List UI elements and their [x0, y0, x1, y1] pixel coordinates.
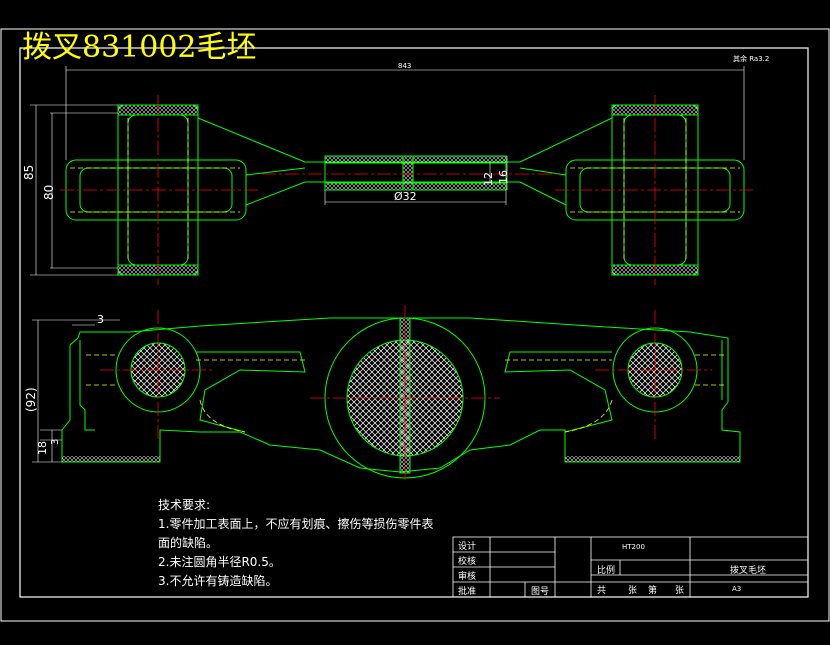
dim-12: 12	[482, 172, 495, 186]
dim-85: 85	[22, 164, 36, 180]
dim-overall-length: 843	[398, 62, 412, 70]
dim-3-bottom: 3	[50, 438, 61, 445]
tb-review: 审核	[458, 572, 477, 582]
outer-frame	[0, 28, 830, 622]
tb-check: 校核	[458, 557, 477, 567]
tb-sheet-unit1: 张	[628, 586, 638, 596]
tech-line-4: 3.不允许有铸造缺陷。	[158, 574, 278, 588]
tb-drawing-no-label: 图号	[531, 587, 550, 597]
tb-sheet-no: 第	[648, 586, 658, 596]
front-view	[61, 317, 741, 479]
surface-finish-note: 其余 Ra3.2	[733, 55, 770, 63]
drawing-title: 拨叉831002毛坯	[22, 30, 257, 65]
dim-80: 80	[42, 184, 56, 200]
tb-paper-size: A3	[732, 585, 742, 593]
tb-sheet-unit2: 张	[675, 586, 685, 596]
tb-material: HT200	[622, 543, 645, 551]
dim-16: 16	[497, 170, 510, 184]
dim-18: 18	[36, 441, 49, 455]
tech-line-1: 1.零件加工表面上，不应有划痕、擦伤等损伤零件表	[158, 517, 434, 531]
tech-line-3: 2.未注圆角半径R0.5。	[158, 555, 281, 569]
tb-approve: 批准	[458, 587, 477, 597]
tb-design: 设计	[458, 542, 477, 552]
dim-92: (92)	[24, 387, 38, 412]
tb-sheet-total: 共	[597, 586, 607, 596]
tb-scale-label: 比例	[597, 566, 616, 576]
inner-frame	[19, 47, 809, 598]
title-block	[452, 536, 809, 598]
tech-line-2: 面的缺陷。	[158, 536, 219, 550]
dim-3-top: 3	[97, 313, 104, 326]
technical-requirements: 技术要求: 1.零件加工表面上，不应有划痕、擦伤等损伤零件表 面的缺陷。 2.未…	[158, 496, 433, 591]
tech-heading: 技术要求:	[158, 498, 211, 512]
dim-phi32: Ø32	[394, 190, 417, 203]
tb-part-name: 拨叉毛坯	[730, 566, 767, 576]
